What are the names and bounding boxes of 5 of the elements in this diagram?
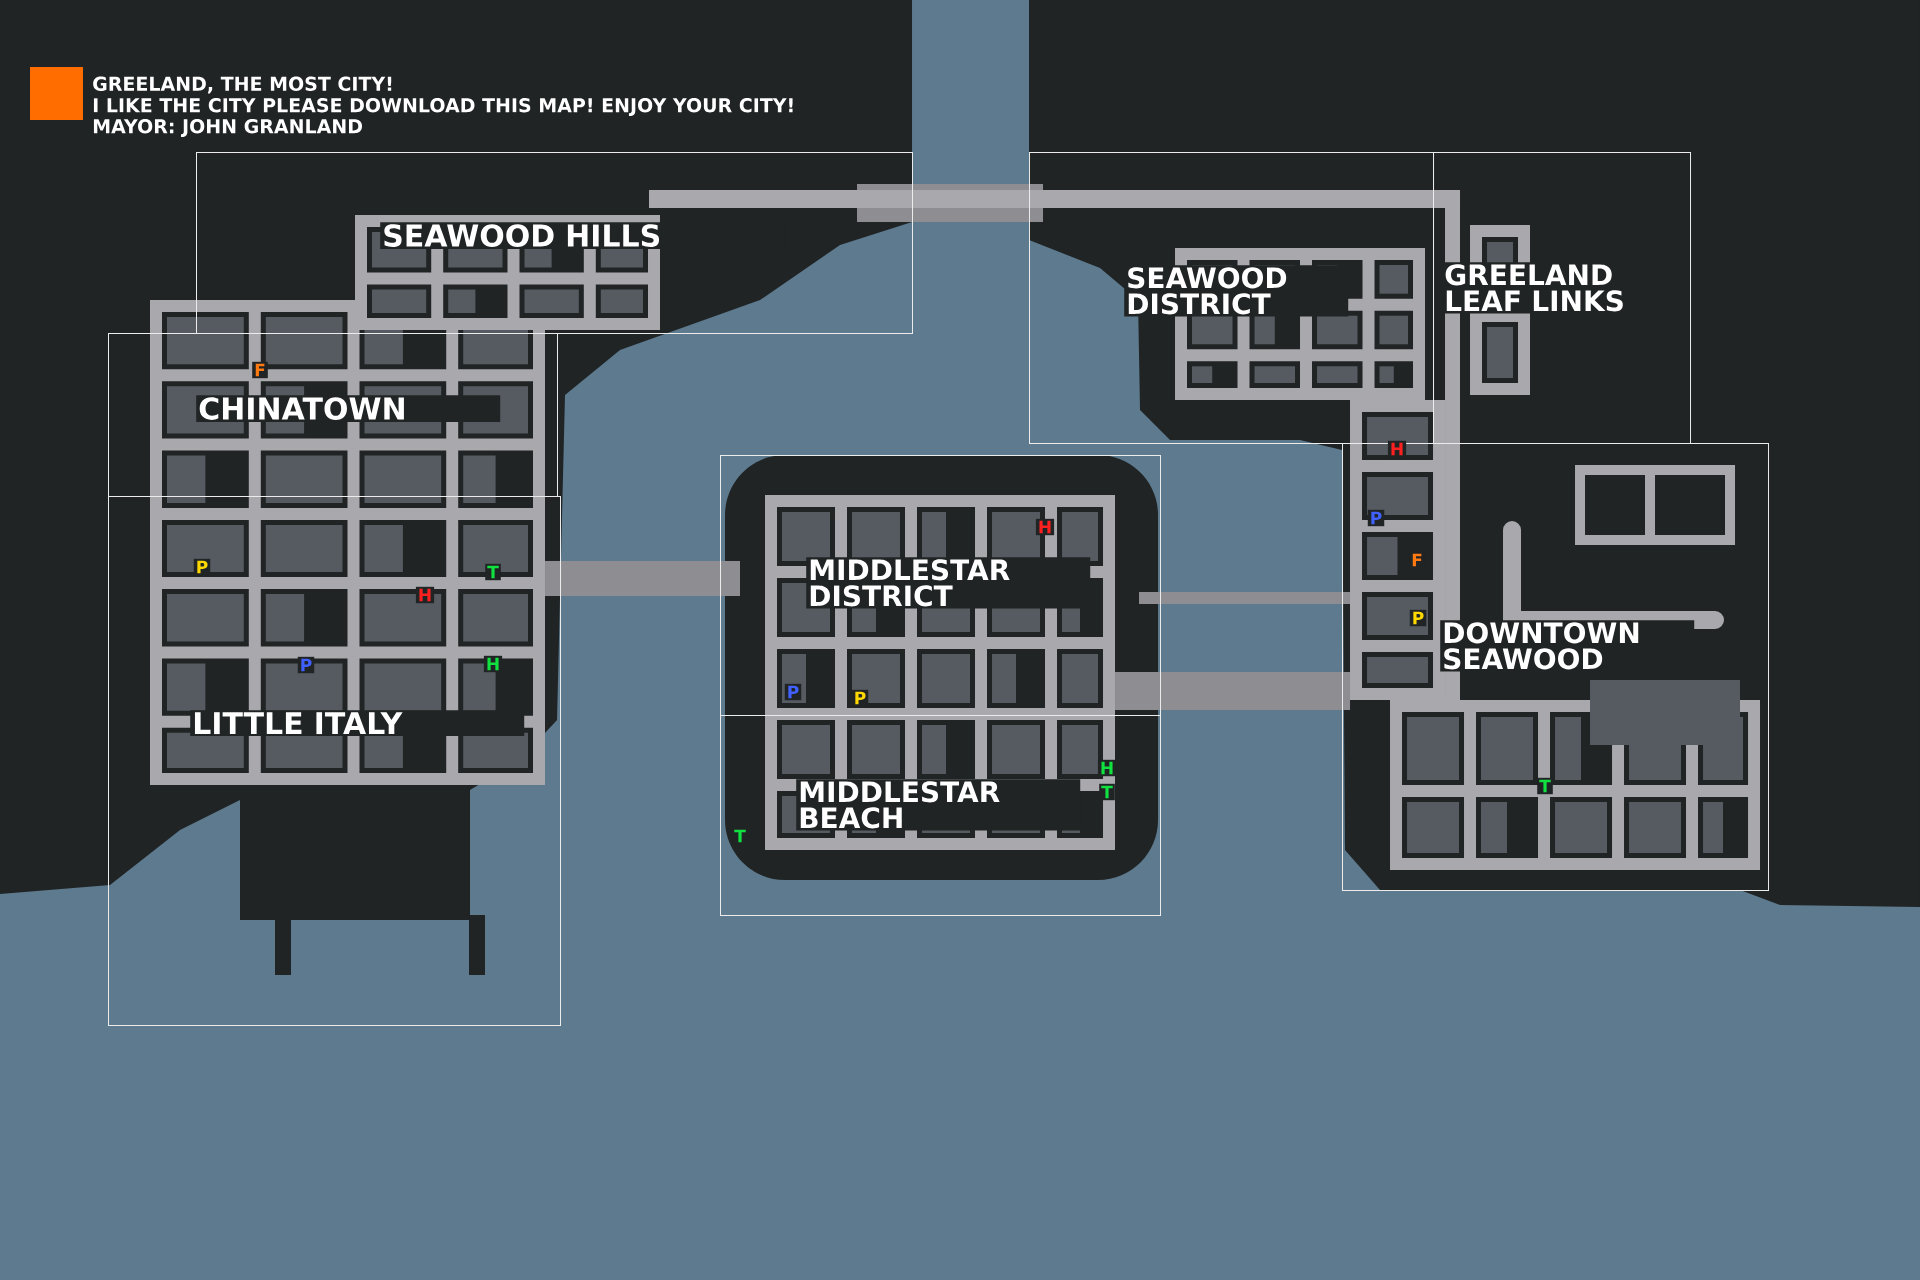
header-text: I LIKE THE CITY PLEASE DOWNLOAD THIS MAP! ENJOY YOUR CITY!	[93, 98, 793, 116]
district-box: GREELAND LEAF LINKS	[1433, 152, 1691, 444]
header-text: GREELAND, THE MOST CITY!	[93, 76, 392, 94]
district-box: SEAWOOD HILLS	[196, 152, 913, 334]
header-text: MAYOR: JOHN GRANLAND	[93, 119, 362, 137]
